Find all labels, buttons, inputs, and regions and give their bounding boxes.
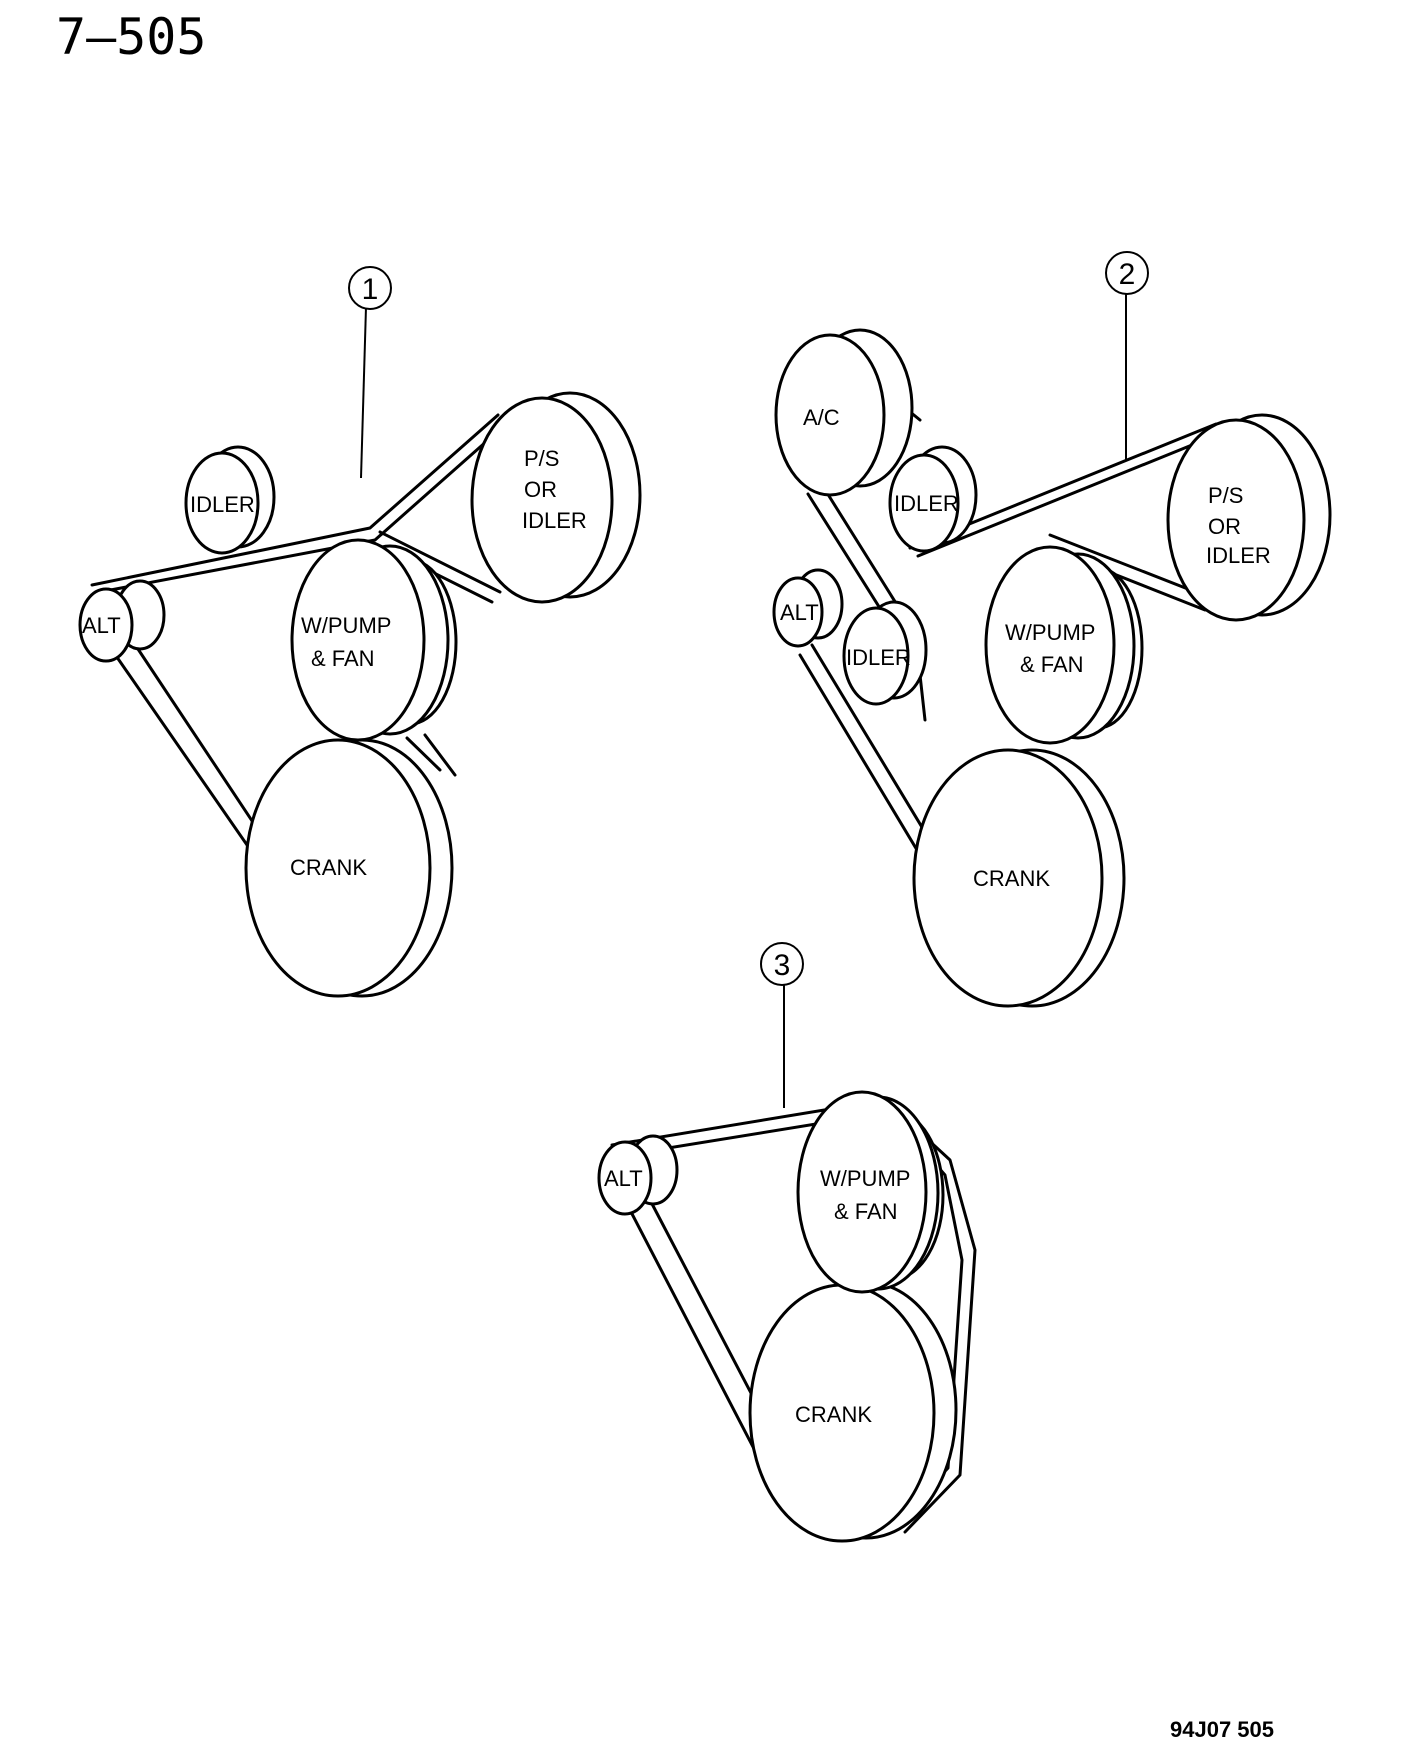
diagram-3-water-pump-fan-pulley: W/PUMP & FAN [796, 1090, 945, 1294]
alt-label: ALT [82, 613, 121, 638]
diagram-2-upper-idler-pulley: IDLER [888, 445, 978, 553]
callout-number: 3 [774, 949, 791, 982]
figure-code: 94J07 505 [1170, 1717, 1274, 1742]
idler-label: IDLER [1206, 543, 1271, 568]
diagram-2-ps-or-idler-pulley: P/S OR IDLER [1166, 413, 1332, 622]
alt-label: ALT [780, 600, 819, 625]
diagram-1-callout: 1 [348, 266, 392, 479]
diagram-2-water-pump-fan-pulley: W/PUMP & FAN [984, 545, 1144, 745]
page-title: 7–505 [56, 8, 207, 66]
wpump-label: W/PUMP [820, 1166, 910, 1191]
or-label: OR [524, 477, 557, 502]
alt-label: ALT [604, 1166, 643, 1191]
wpump-label: W/PUMP [1005, 620, 1095, 645]
diagram-1: P/S OR IDLER IDLER CRANK W/PUMP & FAN [78, 266, 642, 998]
idler-label: IDLER [522, 508, 587, 533]
diagram-1-belt [90, 413, 507, 870]
callout-number: 1 [362, 273, 379, 306]
ps-label: P/S [524, 446, 559, 471]
fan-label: & FAN [834, 1199, 898, 1224]
diagram-2: A/C P/S OR IDLER IDLER CRANK W/PUMP [772, 251, 1332, 1008]
ps-label: P/S [1208, 483, 1243, 508]
callout-number: 2 [1119, 258, 1136, 291]
crank-label: CRANK [973, 866, 1050, 891]
ac-label: A/C [803, 405, 840, 430]
diagram-2-ac-compressor-pulley: A/C [774, 328, 914, 497]
diagram-2-alternator-pulley: ALT [772, 568, 844, 648]
or-label: OR [1208, 514, 1241, 539]
crank-label: CRANK [795, 1402, 872, 1427]
diagram-2-lower-idler-pulley: IDLER [842, 600, 928, 706]
diagram-1-crank-pulley: CRANK [244, 738, 454, 998]
crank-label: CRANK [290, 855, 367, 880]
diagram-1-water-pump-fan-pulley: W/PUMP & FAN [290, 538, 458, 742]
wpump-label: W/PUMP [301, 613, 391, 638]
diagram-1-idler-pulley: IDLER [184, 445, 276, 555]
fan-label: & FAN [311, 646, 375, 671]
idler-label: IDLER [846, 645, 911, 670]
diagram-2-crank-pulley: CRANK [912, 748, 1126, 1008]
idler-label: IDLER [894, 491, 959, 516]
diagram-2-callout: 2 [1105, 251, 1149, 460]
diagram-3-callout: 3 [760, 942, 804, 1108]
diagram-3-crank-pulley: CRANK [748, 1280, 958, 1543]
fan-label: & FAN [1020, 652, 1084, 677]
diagram-3-alternator-pulley: ALT [597, 1134, 679, 1216]
diagram-1-ps-or-idler-pulley: P/S OR IDLER [470, 391, 642, 604]
idler-label: IDLER [190, 492, 255, 517]
diagram-3: CRANK W/PUMP & FAN ALT 3 [597, 942, 977, 1543]
diagram-1-alternator-pulley: ALT [78, 579, 166, 663]
